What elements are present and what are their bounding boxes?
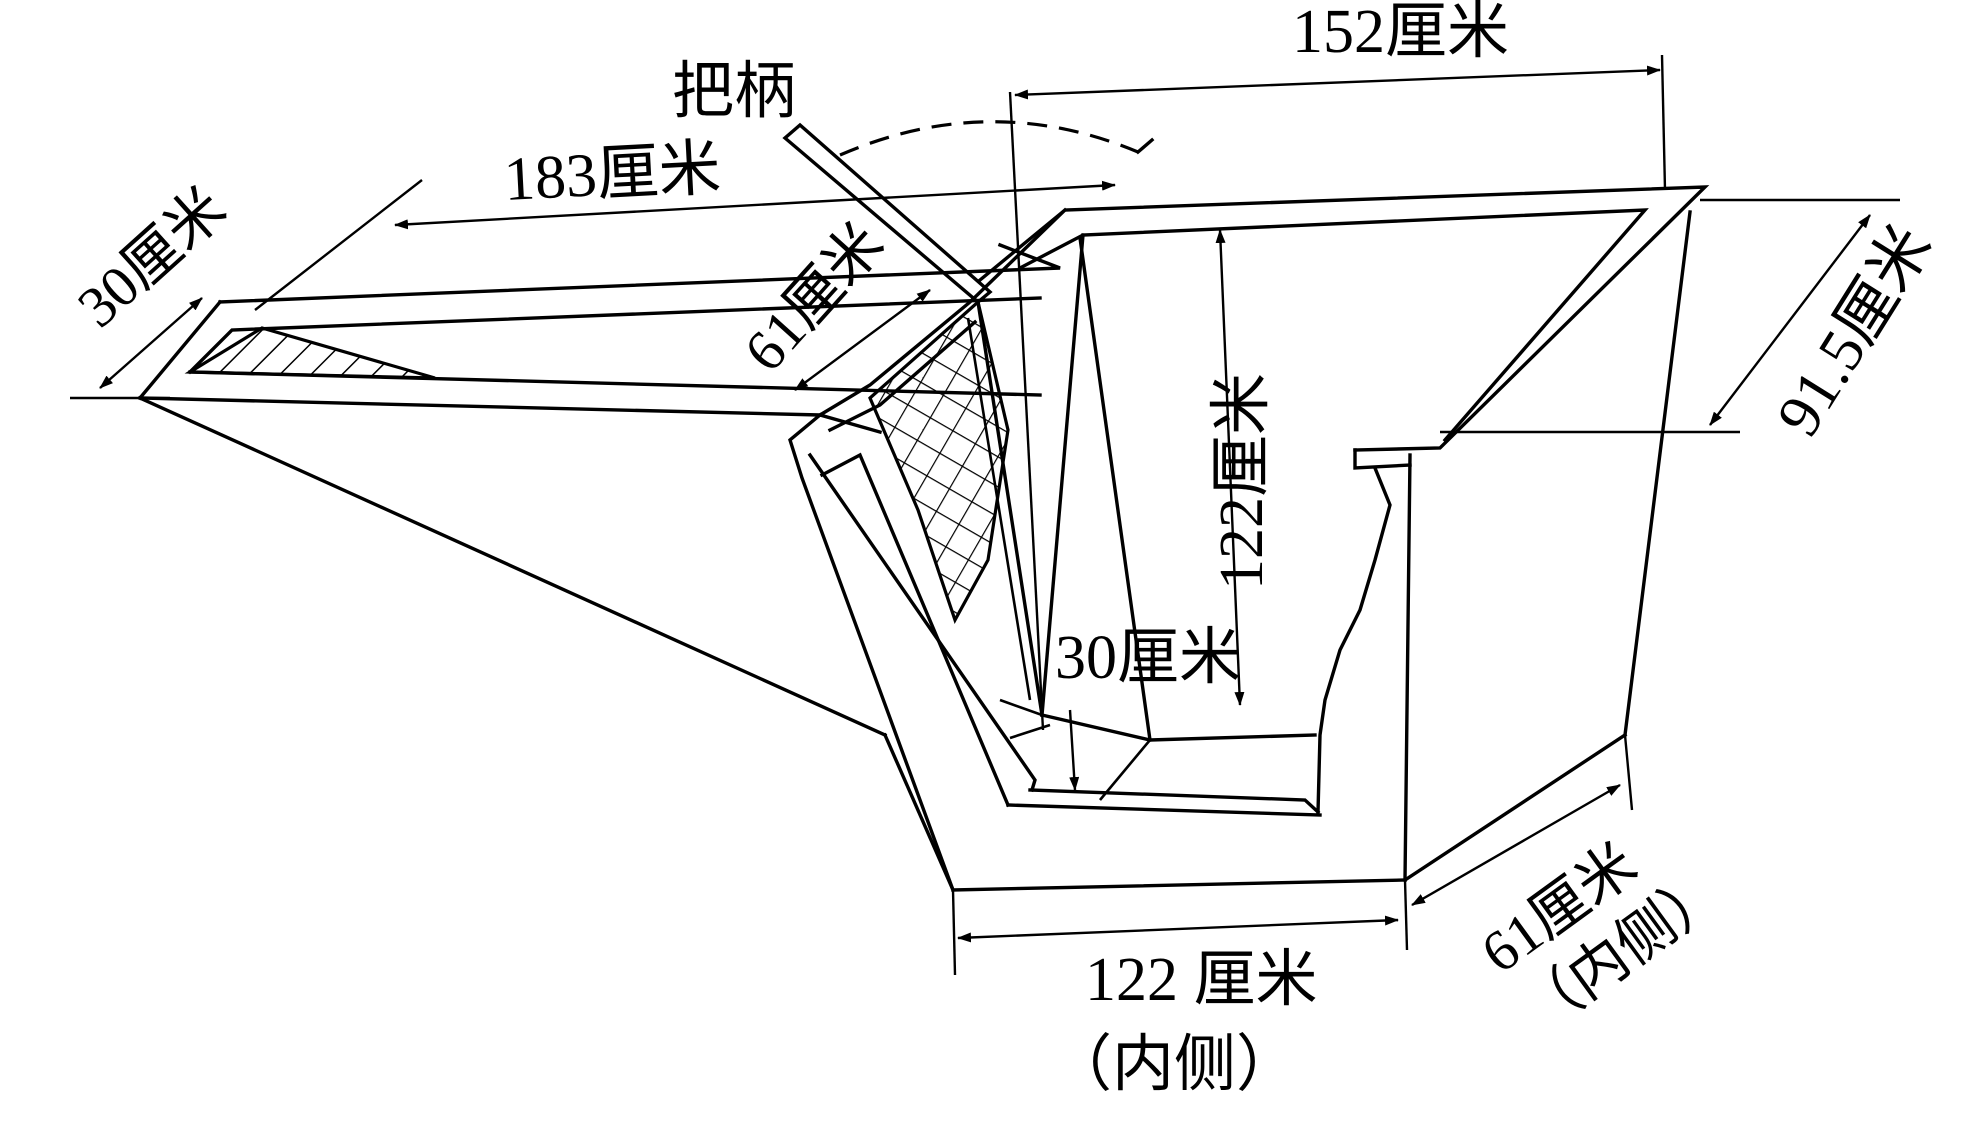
dimensions	[70, 54, 1900, 976]
dim-122-bottom-ext-right	[1403, 879, 1409, 951]
inner-slope-line	[1078, 236, 1152, 742]
inner-bottom-step	[1028, 788, 1321, 815]
inner-floor-line	[1039, 712, 1317, 742]
label-slope-61: 61厘米	[731, 211, 896, 384]
dim-122-bottom-line	[957, 915, 1399, 943]
handle	[782, 120, 1155, 305]
label-bottom-step: 30厘米	[1055, 624, 1241, 692]
handle-swing-arc	[839, 120, 1139, 157]
screen-edge-b	[966, 317, 1032, 701]
label-rim-width: 30厘米	[65, 175, 238, 340]
dim-183-ext-left	[254, 179, 423, 311]
cut-edge	[1316, 465, 1392, 814]
right-far-wall	[1623, 210, 1692, 737]
outer-left-wall-upper	[788, 412, 956, 893]
handle-stop	[1135, 137, 1155, 155]
outer-left-wall	[882, 732, 956, 893]
inner-left-wall	[819, 452, 1011, 808]
bottom-corner-bevel-c	[1099, 739, 1151, 801]
inner-back-wall	[1040, 233, 1085, 717]
dim-122-bottom-ext-left	[951, 889, 957, 976]
dim-61-slope-line	[794, 289, 931, 391]
screen-edge	[976, 300, 1044, 717]
ramp-top-rim	[218, 242, 1061, 304]
handle-bar	[782, 122, 993, 305]
dim-122-depth-line	[1215, 229, 1245, 706]
inner-left-wall-b	[807, 452, 1037, 793]
dim-152-ext-right	[1660, 54, 1667, 191]
label-depth: 122厘米	[1208, 373, 1276, 590]
ramp-rim-inner	[187, 296, 1042, 375]
dim-183-line	[394, 180, 1116, 230]
outer-bottom	[951, 878, 1407, 892]
ramp-underside	[137, 395, 888, 738]
label-handle: 把柄	[672, 58, 796, 126]
dim-30-line	[99, 297, 203, 389]
tank-top-rim-inner	[1017, 208, 1649, 443]
inner-bottom	[1006, 803, 1322, 817]
dim-30-bottom-line	[1068, 709, 1080, 791]
label-bottom-width: 122 厘米	[1085, 946, 1318, 1014]
dim-152-line	[1014, 65, 1661, 100]
ramp-lower-edge	[138, 396, 883, 435]
bottom-corner-bevel-a	[999, 698, 1043, 717]
dim-915-line	[1709, 214, 1871, 426]
dim-61-side-line	[1411, 783, 1621, 907]
dim-61-side-ext	[1623, 734, 1634, 811]
dim-152-ext-left	[1008, 91, 1045, 731]
label-width-top: 152厘米	[1292, 0, 1509, 66]
label-length-top: 183厘米	[502, 135, 722, 214]
tank-top-rim	[977, 185, 1710, 452]
right-near-wall	[1403, 453, 1412, 882]
tank-rim-step	[1353, 448, 1412, 470]
label-bottom-width-note: （内侧）	[1050, 1031, 1298, 1099]
label-side-depth: 91.5厘米	[1764, 214, 1945, 447]
